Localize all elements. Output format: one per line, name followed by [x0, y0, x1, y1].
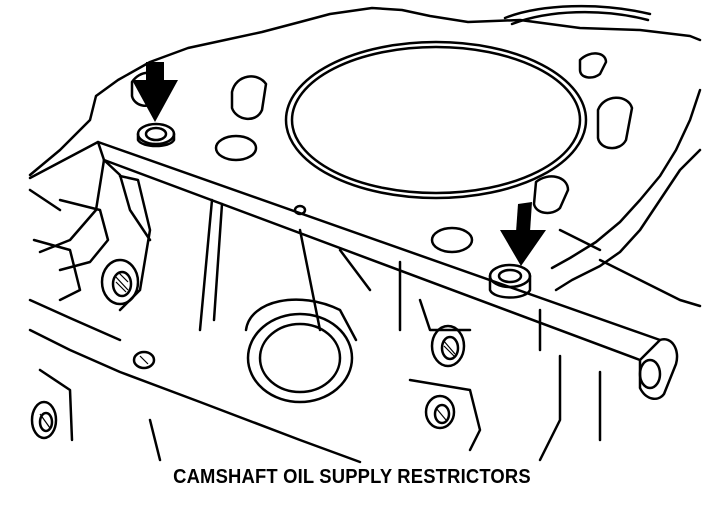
threaded-hole [30, 400, 58, 440]
threaded-hole [132, 350, 156, 370]
deck-outline [28, 6, 702, 177]
arrow-down-icon [132, 62, 178, 122]
coolant-passage [532, 175, 570, 215]
threaded-hole [100, 258, 140, 306]
coolant-passage [578, 52, 608, 79]
deck-right-edge [554, 148, 702, 292]
coolant-passage [596, 96, 634, 150]
dowel-hole [430, 226, 474, 254]
camshaft-journal [246, 312, 354, 404]
threaded-hole [430, 324, 466, 368]
oil-supply-restrictor [488, 263, 532, 289]
valve-cover-rail [38, 158, 106, 254]
deck-right-edge-inner [550, 88, 702, 270]
threaded-hole [424, 394, 456, 430]
figure-caption: CAMSHAFT OIL SUPPLY RESTRICTORS [173, 466, 531, 488]
cylinder-head-diagram [28, 4, 702, 464]
combustion-chamber-inner [290, 45, 582, 195]
casting-rib [198, 198, 214, 332]
coolant-passage [230, 75, 268, 120]
combustion-chamber [284, 40, 588, 200]
arrow-down-icon [500, 202, 546, 266]
dowel-hole [214, 134, 258, 162]
head-top-edge [28, 140, 662, 342]
adjacent-bore [503, 4, 652, 20]
bolt-boss [638, 358, 662, 390]
